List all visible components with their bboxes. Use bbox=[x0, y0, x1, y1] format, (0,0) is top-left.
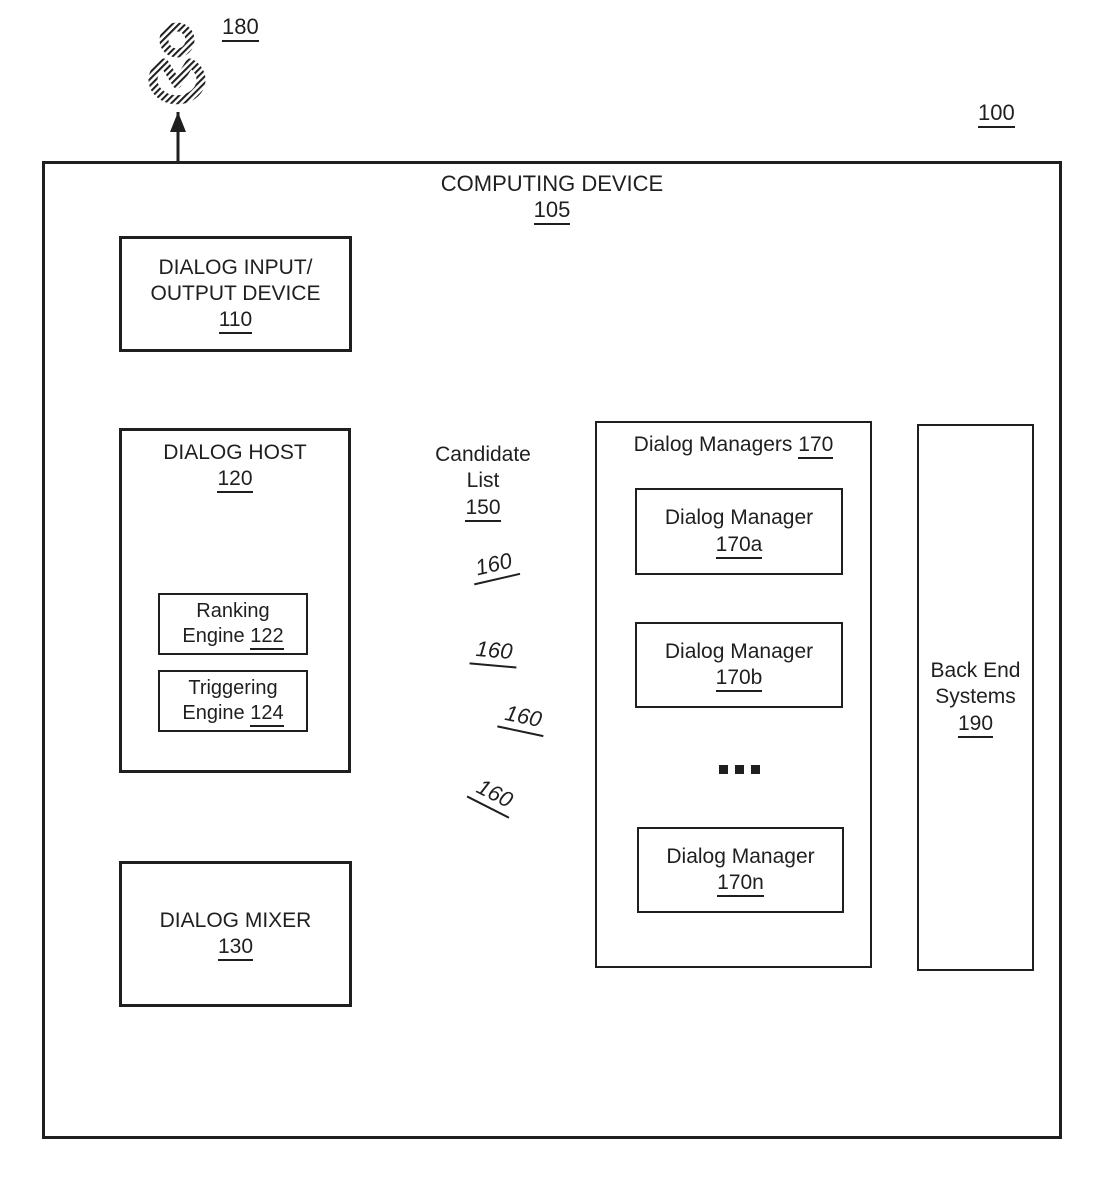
dialog-mixer-box: DIALOG MIXER 130 bbox=[119, 861, 352, 1007]
back-end-systems-box: Back End Systems 190 bbox=[917, 424, 1034, 971]
dialog-manager-b-box: Dialog Manager 170b bbox=[635, 622, 843, 708]
candidate-list-label: Candidate List 150 bbox=[418, 442, 548, 522]
dialog-manager-b-title: Dialog Manager bbox=[664, 639, 814, 663]
ranking-engine-box: Ranking Engine 122 bbox=[158, 593, 308, 655]
dialog-mixer-ref: 130 bbox=[217, 935, 254, 961]
triggering-engine-word1: Triggering bbox=[188, 677, 278, 699]
candidate-list-ref: 150 bbox=[465, 495, 501, 522]
dialog-manager-n-ref: 170n bbox=[717, 871, 764, 897]
ranking-engine-ref: 122 bbox=[250, 625, 284, 650]
ranking-engine-word1: Ranking bbox=[196, 600, 270, 622]
triggering-engine-word2: Engine bbox=[182, 702, 245, 724]
io-device-line1: DIALOG INPUT/ bbox=[158, 255, 313, 279]
user-person-icon bbox=[148, 22, 206, 105]
io-device-line2: OUTPUT DEVICE bbox=[150, 281, 321, 305]
dialog-host-title: DIALOG HOST bbox=[163, 441, 307, 464]
back-end-word2: Systems bbox=[935, 685, 1016, 709]
dialog-manager-a-box: Dialog Manager 170a bbox=[635, 488, 843, 575]
dialog-manager-a-ref: 170a bbox=[715, 532, 763, 559]
dialog-mixer-title: DIALOG MIXER bbox=[159, 908, 312, 932]
ranking-engine-word2: Engine bbox=[182, 625, 245, 647]
triggering-engine-ref: 124 bbox=[250, 702, 284, 727]
io-device-box: DIALOG INPUT/ OUTPUT DEVICE 110 bbox=[119, 236, 352, 352]
computing-device-title: COMPUTING DEVICE 105 bbox=[42, 171, 1062, 226]
computing-device-ref: 105 bbox=[533, 197, 571, 226]
dialog-manager-n-title: Dialog Manager bbox=[666, 844, 815, 868]
candidate-list-word1: Candidate bbox=[435, 443, 531, 466]
user-ref-label: 180 bbox=[222, 14, 259, 42]
computing-device-title-text: COMPUTING DEVICE bbox=[440, 171, 664, 196]
back-end-ref: 190 bbox=[957, 711, 994, 738]
back-end-word1: Back End bbox=[930, 659, 1021, 683]
dialog-managers-title: Dialog Managers bbox=[633, 433, 793, 456]
dialog-host-ref: 120 bbox=[217, 467, 253, 494]
ellipsis-dots bbox=[719, 765, 760, 774]
io-device-ref: 110 bbox=[218, 308, 253, 335]
candidate-list-word2: List bbox=[466, 469, 500, 493]
dialog-manager-b-ref: 170b bbox=[715, 666, 763, 692]
overall-ref-label: 100 bbox=[978, 100, 1015, 128]
dialog-manager-n-box: Dialog Manager 170n bbox=[637, 827, 844, 913]
dialog-managers-ref: 170 bbox=[798, 433, 834, 459]
dialog-manager-a-title: Dialog Manager bbox=[664, 506, 814, 530]
flow-label-160-b: 160 bbox=[469, 635, 519, 669]
triggering-engine-box: Triggering Engine 124 bbox=[158, 670, 308, 732]
